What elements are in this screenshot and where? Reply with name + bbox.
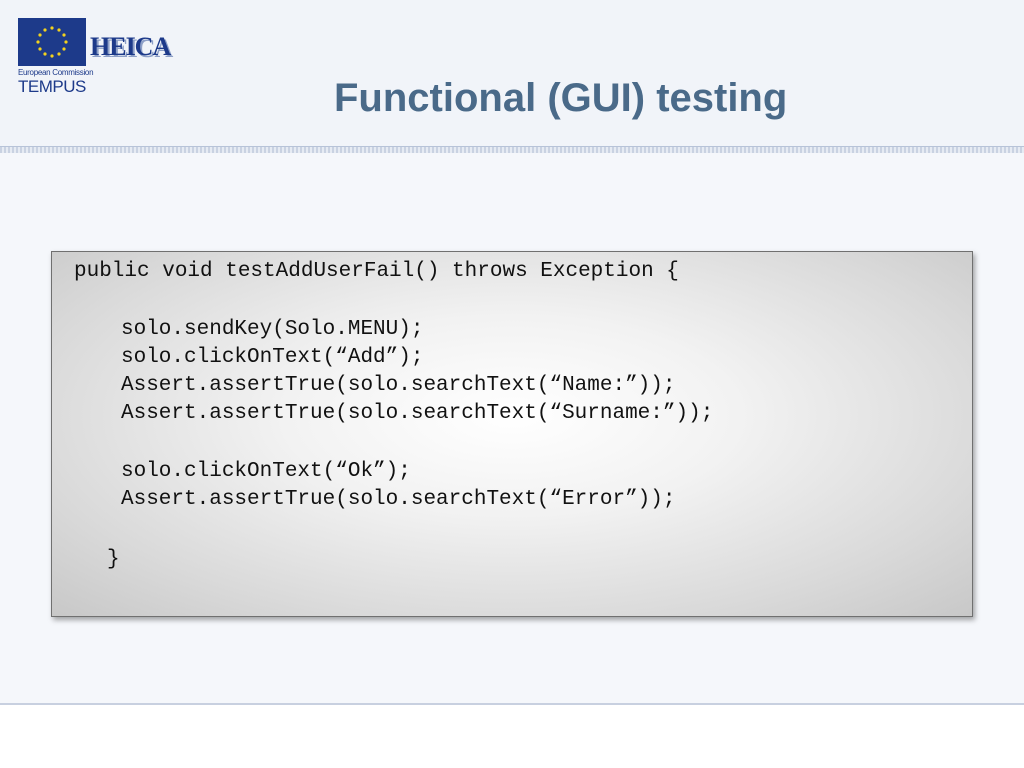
code-line: solo.sendKey(Solo.MENU);: [121, 318, 424, 341]
code-line: Assert.assertTrue(solo.searchText(“Error…: [121, 488, 676, 511]
code-line: Assert.assertTrue(solo.searchText(“Name:…: [121, 374, 676, 397]
eu-flag-icon: [18, 18, 86, 66]
code-block: public void testAddUserFail() throws Exc…: [51, 251, 973, 617]
footer-divider: [0, 703, 1024, 705]
slide-title: Functional (GUI) testing: [334, 76, 788, 120]
code-line: }: [107, 548, 120, 571]
code-line: solo.clickOnText(“Add”);: [121, 346, 424, 369]
code-line: public void testAddUserFail() throws Exc…: [74, 260, 679, 283]
code-line: Assert.assertTrue(solo.searchText(“Surna…: [121, 402, 714, 425]
heica-wordmark: HEICA: [90, 32, 171, 61]
header-divider: [0, 146, 1024, 153]
code-line: solo.clickOnText(“Ok”);: [121, 460, 411, 483]
tempus-wordmark: TEMPUS: [18, 77, 86, 96]
heica-tempus-logo: HEICA European Commission TEMPUS: [18, 18, 188, 96]
slide-footer: [0, 705, 1024, 768]
european-commission-label: European Commission: [18, 68, 94, 77]
slide-header: HEICA European Commission TEMPUS Functio…: [0, 0, 1024, 146]
